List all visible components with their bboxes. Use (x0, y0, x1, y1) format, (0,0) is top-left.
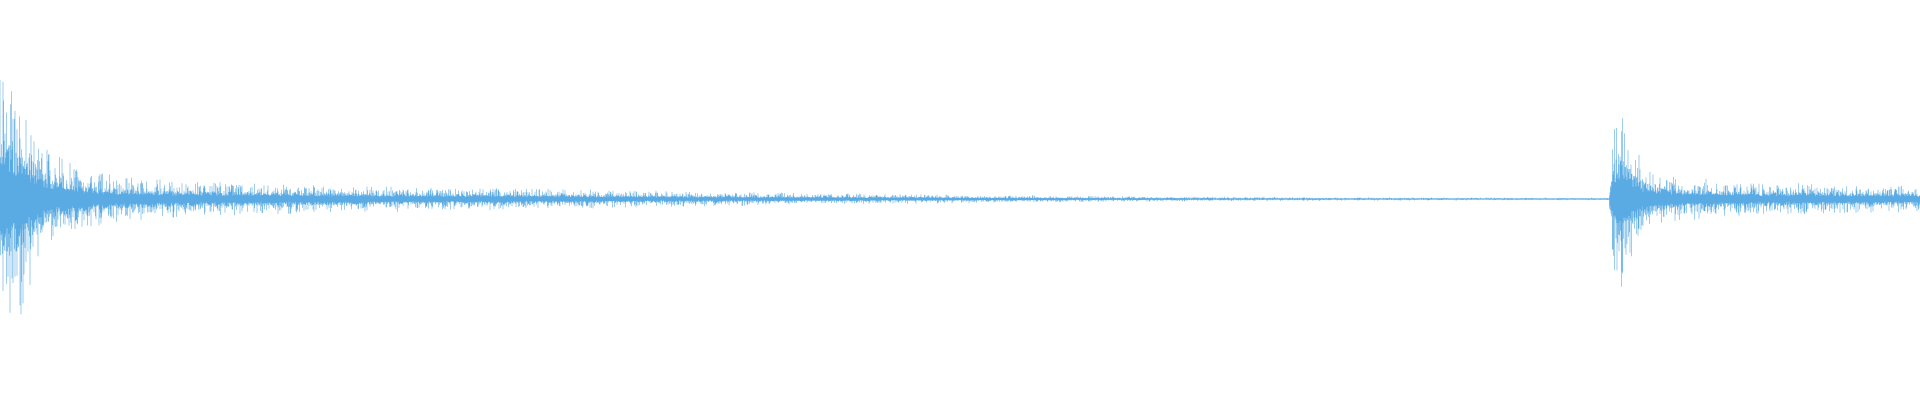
waveform-trace (0, 80, 1920, 315)
